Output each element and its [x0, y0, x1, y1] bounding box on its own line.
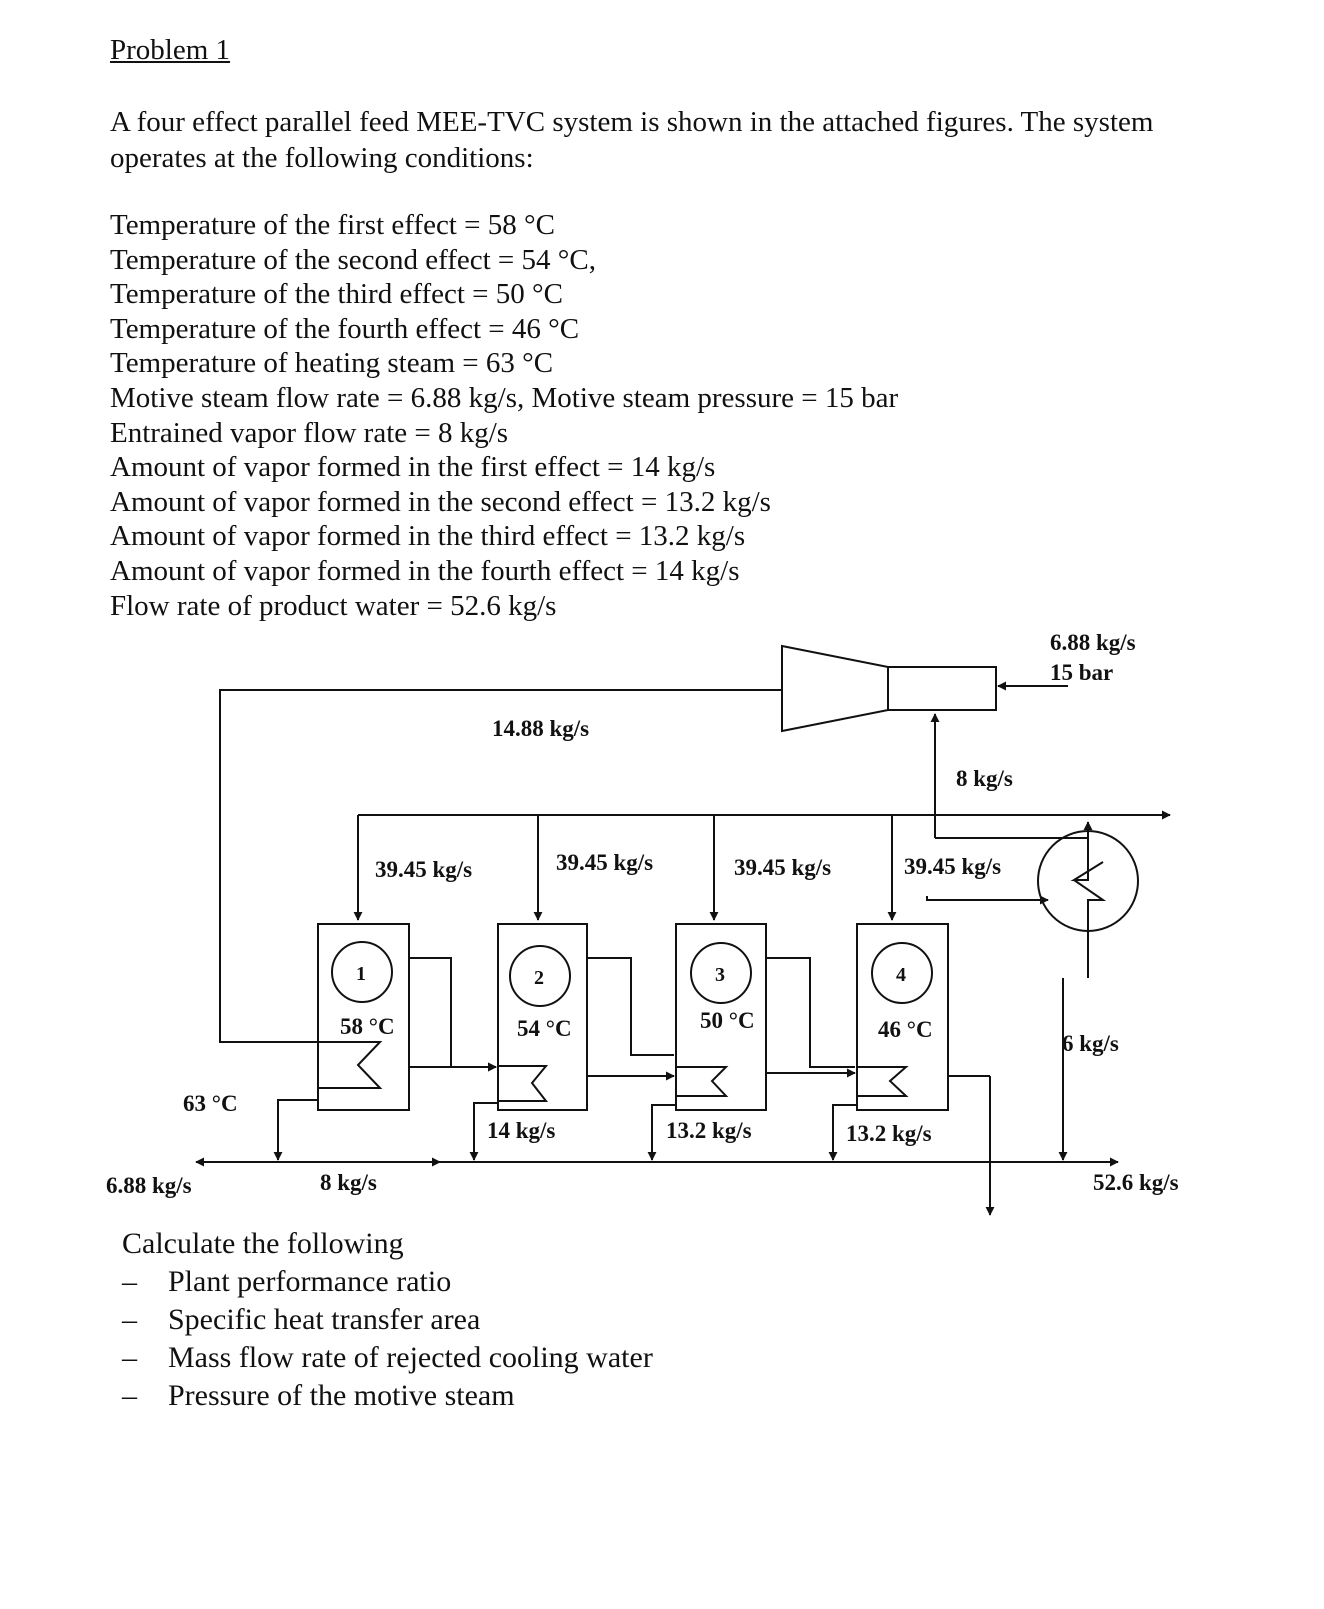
effect-temp-1: 58 °C: [340, 1014, 395, 1039]
vapor-line-4: [926, 895, 1049, 905]
effect-number-2: 2: [534, 967, 544, 989]
calculate-section: Calculate the following Plant performanc…: [122, 1225, 653, 1415]
calculate-item: Plant performance ratio: [122, 1263, 653, 1301]
feed-flow-label-1: 39.45 kg/s: [375, 857, 472, 882]
condenser-distillate-label: 6 kg/s: [1062, 1031, 1119, 1056]
motive-flow-label: 6.88 kg/s: [1050, 630, 1136, 655]
effect-4: [856, 923, 949, 1111]
condition-product-water: Flow rate of product water = 52.6 kg/s: [110, 589, 557, 622]
entrained-vapor-label: 8 kg/s: [956, 766, 1013, 791]
condition-heating-steam-temp: Temperature of heating steam = 63 °C: [110, 347, 554, 380]
calculate-item: Pressure of the motive steam: [122, 1377, 653, 1415]
effect-temp-3: 50 °C: [700, 1008, 755, 1033]
feed-flow-label-2: 39.45 kg/s: [556, 850, 653, 875]
condition-second-effect-temp: Temperature of the second effect = 54 °C…: [110, 243, 596, 276]
condition-entrained-vapor: Entrained vapor flow rate = 8 kg/s: [110, 416, 509, 449]
condition-vapor-second-effect: Amount of vapor formed in the second eff…: [110, 485, 771, 518]
condensate-motive-label: 6.88 kg/s: [106, 1173, 192, 1198]
condensate-entrained-label: 8 kg/s: [320, 1170, 377, 1195]
vapor-flow-label-3: 13.2 kg/s: [846, 1121, 932, 1146]
motive-pressure-label: 15 bar: [1050, 660, 1113, 685]
effect-temp-4: 46 °C: [878, 1017, 933, 1042]
effect-1: [317, 923, 410, 1111]
calculate-heading: Calculate the following: [122, 1227, 404, 1260]
condition-vapor-third-effect: Amount of vapor formed in the third effe…: [110, 520, 746, 553]
conditions-list: Temperature of the first effect = 58 °C …: [110, 208, 898, 623]
calculate-item: Mass flow rate of rejected cooling water: [122, 1339, 653, 1377]
effect-3: [675, 923, 767, 1111]
vapor-line-1: [409, 957, 497, 1072]
vapor-flow-label-2: 13.2 kg/s: [666, 1118, 752, 1143]
effect-2: [497, 923, 588, 1111]
condition-vapor-fourth-effect: Amount of vapor formed in the fourth eff…: [110, 554, 740, 587]
steam-temp-label: 63 °C: [183, 1091, 238, 1116]
condition-motive-steam: Motive steam flow rate = 6.88 kg/s, Moti…: [110, 381, 899, 414]
feed-flow-label-4: 39.45 kg/s: [904, 854, 1001, 879]
compressed-vapor-label: 14.88 kg/s: [492, 716, 589, 741]
compressed-vapor-line: [219, 689, 782, 1043]
vapor-line-2: [587, 957, 674, 1056]
condition-first-effect-temp: Temperature of the first effect = 58 °C: [110, 209, 555, 241]
effect-number-1: 1: [356, 963, 366, 985]
vapor-flow-label-1: 14 kg/s: [487, 1118, 555, 1143]
calculate-item: Specific heat transfer area: [122, 1301, 653, 1339]
condition-fourth-effect-temp: Temperature of the fourth effect = 46 °C: [110, 312, 580, 345]
feed-flow-label-3: 39.45 kg/s: [734, 855, 831, 880]
effect-number-4: 4: [896, 964, 906, 986]
effect-temp-2: 54 °C: [517, 1016, 572, 1041]
product-flow-label: 52.6 kg/s: [1093, 1170, 1179, 1195]
problem-intro: A four effect parallel feed MEE-TVC syst…: [110, 106, 1154, 174]
condition-third-effect-temp: Temperature of the third effect = 50 °C: [110, 278, 563, 311]
problem-title: Problem 1: [110, 34, 231, 66]
effect-number-3: 3: [715, 964, 725, 986]
vapor-line-3: [766, 957, 855, 1068]
condition-vapor-first-effect: Amount of vapor formed in the first effe…: [110, 451, 716, 484]
